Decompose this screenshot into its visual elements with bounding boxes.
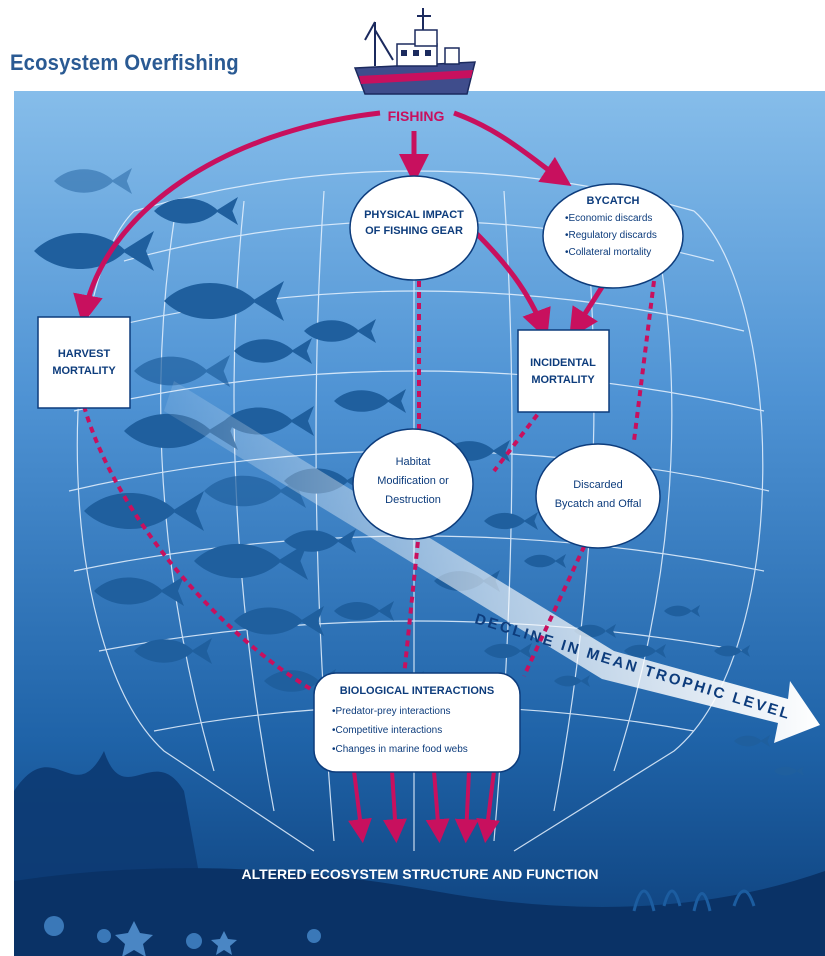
harvest-mortality-line-2: MORTALITY (52, 365, 116, 377)
physical-impact-node: PHYSICAL IMPACT OF FISHING GEAR (349, 175, 479, 281)
habitat-line-3: Destruction (385, 494, 441, 506)
diagram-title: Ecosystem Overfishing (10, 50, 239, 75)
incidental-mortality-line-2: MORTALITY (531, 374, 595, 386)
biological-item-3: •Changes in marine food webs (332, 744, 468, 755)
bycatch-title: BYCATCH (587, 195, 640, 207)
biological-title: BIOLOGICAL INTERACTIONS (340, 685, 494, 697)
fishing-boat-icon (353, 8, 476, 95)
habitat-line-1: Habitat (396, 456, 431, 468)
bycatch-item-3: •Collateral mortality (565, 247, 651, 258)
bycatch-item-2: •Regulatory discards (565, 230, 657, 241)
altered-ecosystem-label: ALTERED ECOSYSTEM STRUCTURE AND FUNCTION (242, 866, 599, 882)
incidental-mortality-line-1: INCIDENTAL (530, 357, 596, 369)
fishing-label: FISHING (388, 108, 445, 124)
biological-item-1: •Predator-prey interactions (332, 706, 451, 717)
physical-impact-line-1: PHYSICAL IMPACT (364, 209, 464, 221)
biological-interactions-node: BIOLOGICAL INTERACTIONS •Predator-prey i… (313, 672, 521, 773)
fishing-node: FISHING (388, 108, 445, 124)
habitat-line-2: Modification or (377, 475, 449, 487)
habitat-node: Habitat Modification or Destruction (352, 428, 474, 540)
discarded-node: Discarded Bycatch and Offal (535, 443, 661, 549)
discarded-line-1: Discarded (573, 479, 623, 491)
seafloor (14, 751, 825, 956)
discarded-line-2: Bycatch and Offal (555, 498, 642, 510)
bycatch-node: BYCATCH •Economic discards •Regulatory d… (542, 183, 684, 289)
bycatch-item-1: •Economic discards (565, 213, 652, 224)
ocean-background: DECLINE IN MEAN TROPHIC LEVEL (14, 91, 825, 956)
diagram-canvas: DECLINE IN MEAN TROPHIC LEVEL (14, 91, 825, 956)
dotted-arrows (82, 280, 656, 844)
harvest-mortality-node: HARVEST MORTALITY (37, 316, 131, 409)
physical-impact-line-2: OF FISHING GEAR (365, 225, 463, 237)
biological-item-2: •Competitive interactions (332, 725, 442, 736)
incidental-mortality-node: INCIDENTAL MORTALITY (517, 329, 610, 413)
harvest-mortality-line-1: HARVEST (58, 348, 111, 360)
